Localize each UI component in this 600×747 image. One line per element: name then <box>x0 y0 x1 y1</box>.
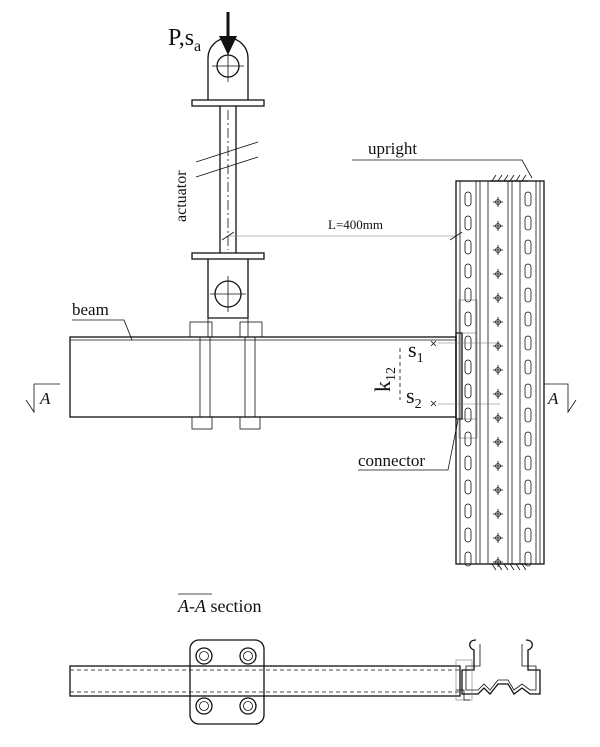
upright-bottom-support <box>490 563 528 571</box>
threaded-rod-right <box>239 321 263 430</box>
section-clamp-plate <box>189 639 265 725</box>
upright-perforation-group <box>464 479 532 495</box>
upright-label: upright <box>368 139 417 158</box>
svg-text:A: A <box>547 389 559 408</box>
svg-text:A: A <box>39 389 51 408</box>
section-nut <box>195 647 213 665</box>
connector-label: connector <box>358 451 425 470</box>
upright-perforation-group <box>464 239 532 255</box>
upright-perforation-group <box>464 215 532 231</box>
gauge-s1-label: s1 <box>408 337 424 366</box>
load-label: P,sa <box>168 25 201 55</box>
threaded-rods <box>189 321 263 430</box>
upright-perforation-group <box>464 527 532 543</box>
upright-perforation-group <box>464 431 532 447</box>
stiffness-label: k12 <box>370 367 399 392</box>
section-upright-profile <box>461 639 541 695</box>
upright-perforation-group <box>464 359 532 375</box>
section-connector <box>455 659 473 701</box>
upright-perforation-group <box>464 503 532 519</box>
upright-top-support <box>490 174 528 182</box>
upright-perforation-group <box>464 335 532 351</box>
upright-perforation-group <box>464 287 532 303</box>
upright-perforation-group <box>464 383 532 399</box>
section-nut <box>195 697 213 715</box>
load-arrowhead <box>219 36 237 55</box>
actuator-assembly <box>191 12 265 337</box>
upright <box>455 180 545 567</box>
upright-perforation-group <box>464 263 532 279</box>
connector-leader <box>358 419 459 471</box>
displacement-gauges <box>399 340 500 407</box>
gauge-s2-label: s2 <box>406 383 422 412</box>
upright-perforation-group <box>464 551 532 567</box>
section-beam <box>69 665 461 697</box>
upright-perforation-group <box>464 191 532 207</box>
upright-perforation-group <box>464 407 532 423</box>
gauge-s2-marker <box>430 400 437 407</box>
section-nut <box>239 697 257 715</box>
threaded-rod-left <box>189 321 213 430</box>
actuator-label: actuator <box>173 170 190 222</box>
section-nut <box>239 647 257 665</box>
gauge-s1-marker <box>430 340 437 347</box>
section-title: A-A section <box>177 596 261 616</box>
section-mark-left: A <box>25 383 60 414</box>
length-label: L=400mm <box>328 217 383 232</box>
beam-leader <box>72 319 133 341</box>
section-nuts <box>195 647 257 715</box>
upright-perforation-group <box>464 455 532 471</box>
upright-leader <box>352 159 533 179</box>
connector <box>455 299 478 439</box>
upright-perforation-group <box>464 311 532 327</box>
length-dimension <box>221 231 463 241</box>
beam-label: beam <box>72 300 109 319</box>
section-mark-right: A <box>544 383 577 414</box>
